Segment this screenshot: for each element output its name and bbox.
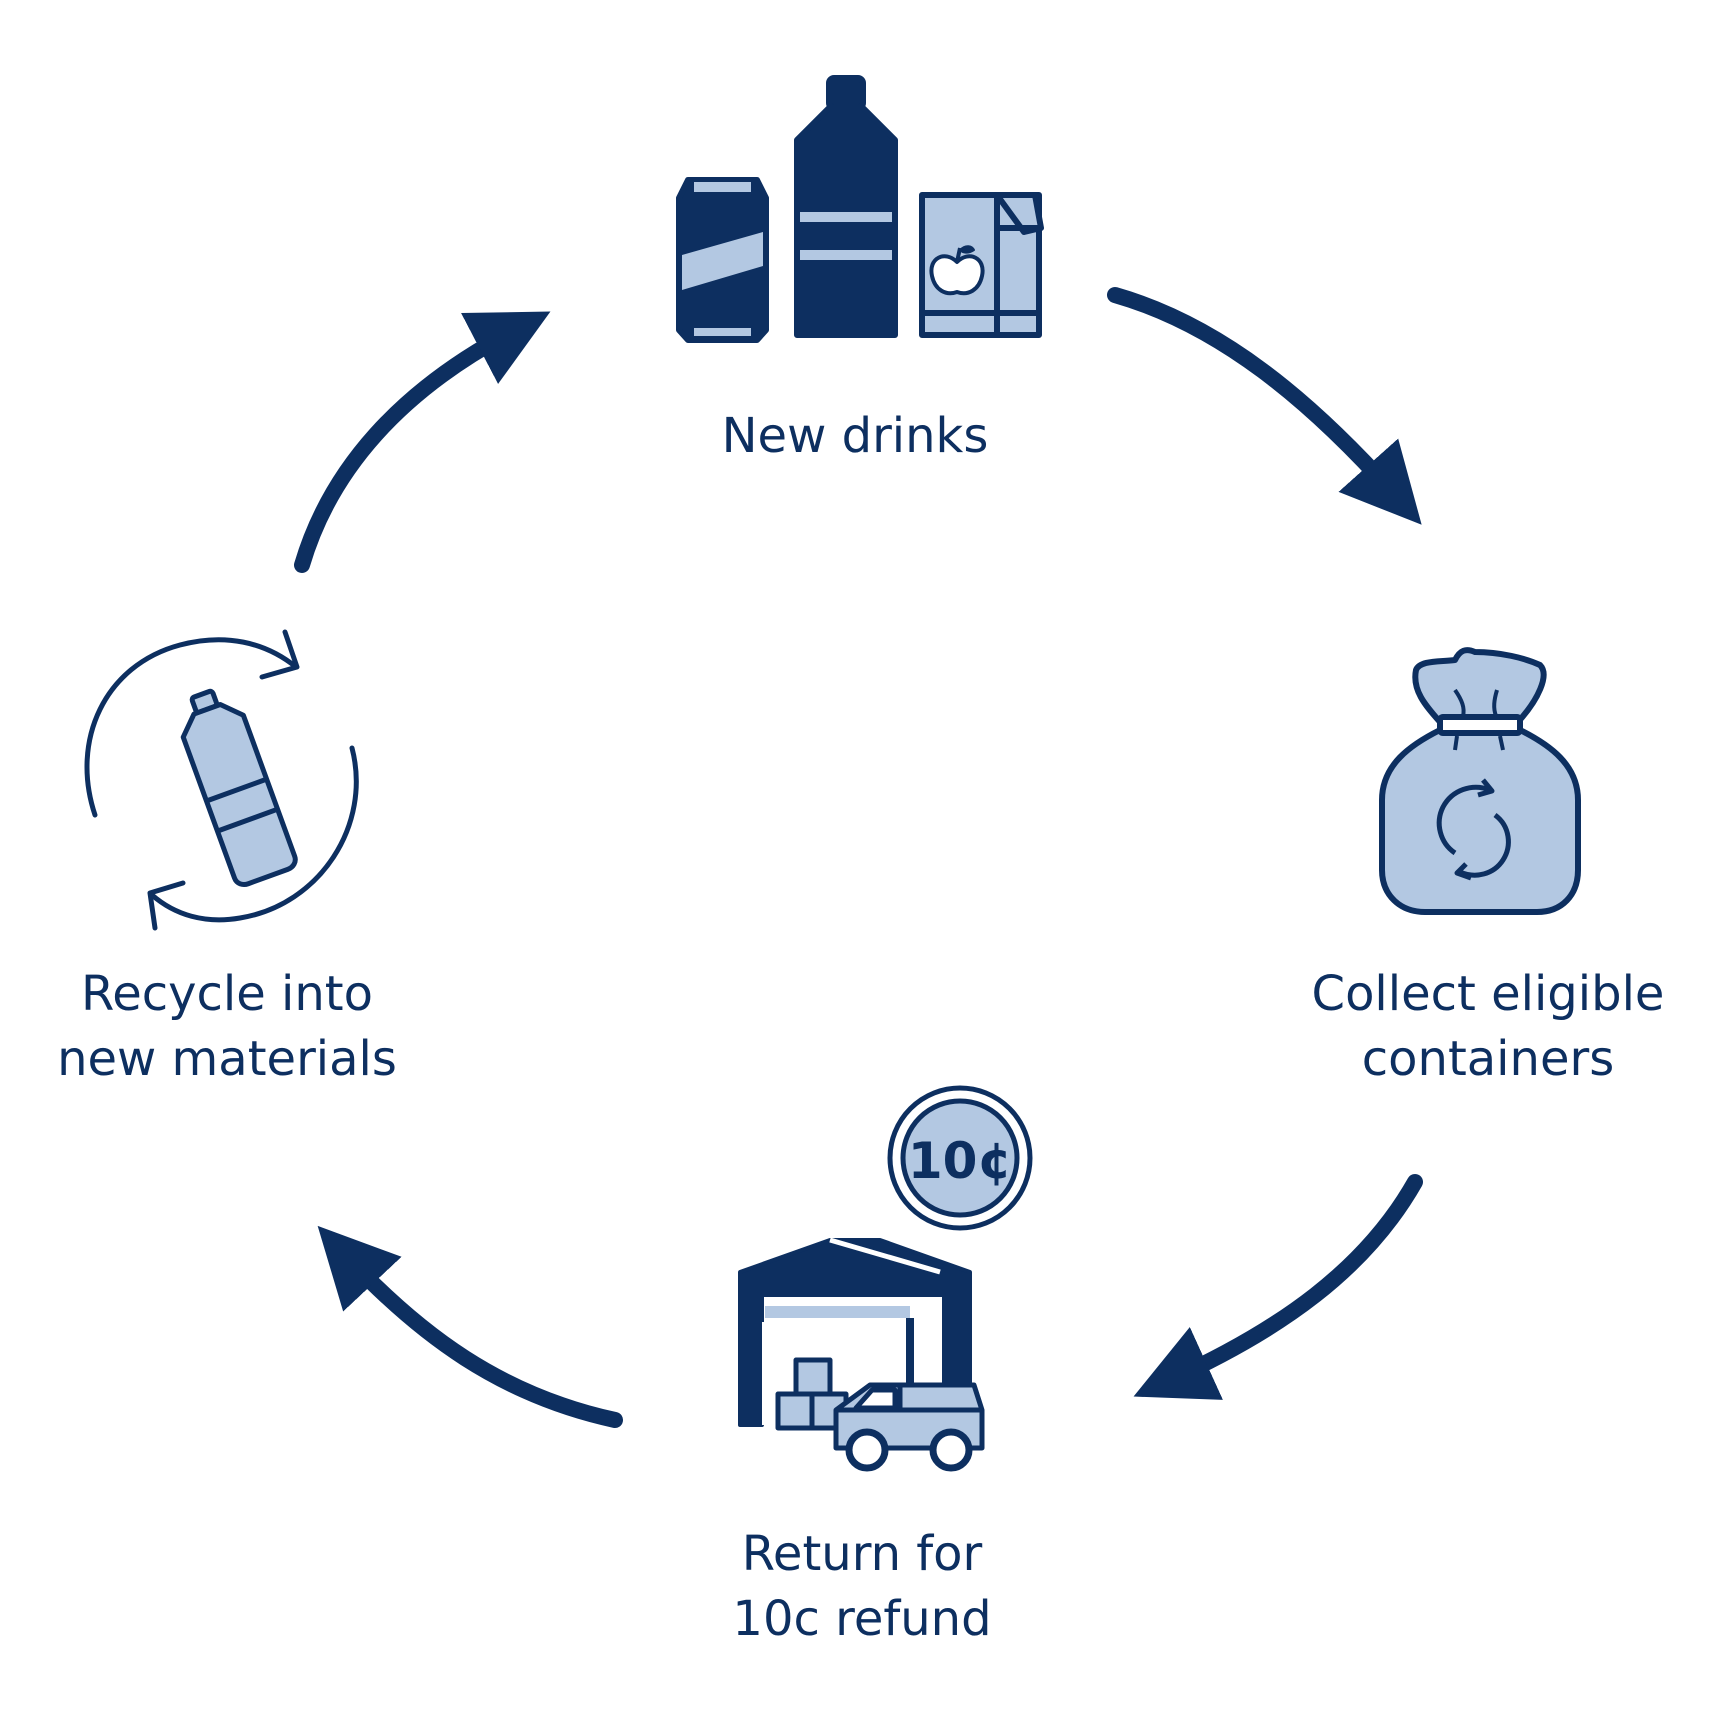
circular-arrows-icon xyxy=(84,629,359,931)
label-line: 10c refund xyxy=(732,1591,991,1647)
stage-label-new-drinks: New drinks xyxy=(722,408,989,464)
arrow-return-to-recycle xyxy=(317,1225,623,1428)
label-line: Return for xyxy=(742,1526,983,1582)
label-line: Recycle into xyxy=(81,966,373,1022)
depot-truck-icon xyxy=(738,1237,985,1472)
can-icon xyxy=(676,177,769,343)
stage-label-collect: Collect eligible containers xyxy=(1312,966,1665,1087)
recycling-bottle-icon xyxy=(84,629,359,931)
juice-carton-icon xyxy=(919,192,1044,338)
recycling-bag-icon xyxy=(1379,647,1581,915)
label-line: containers xyxy=(1362,1031,1614,1087)
drink-containers-icon xyxy=(676,75,1044,343)
arrow-new-drinks-to-collect xyxy=(1107,287,1422,525)
label-line: New drinks xyxy=(722,408,989,464)
stage-label-recycle: Recycle into new materials xyxy=(57,966,397,1087)
coin-label: 10¢ xyxy=(908,1132,1012,1190)
coin-icon: 10¢ xyxy=(887,1085,1033,1231)
bottle-icon xyxy=(794,75,898,338)
truck-icon xyxy=(833,1382,985,1472)
plastic-bottle-icon xyxy=(180,688,298,887)
arrow-collect-to-return xyxy=(1133,1174,1423,1400)
label-line: new materials xyxy=(57,1031,397,1087)
recycle-arrows-icon xyxy=(1436,778,1511,881)
label-line: Collect eligible xyxy=(1312,966,1665,1022)
stage-label-return: Return for 10c refund xyxy=(732,1526,991,1647)
arrow-recycle-to-new-drinks xyxy=(294,311,551,573)
